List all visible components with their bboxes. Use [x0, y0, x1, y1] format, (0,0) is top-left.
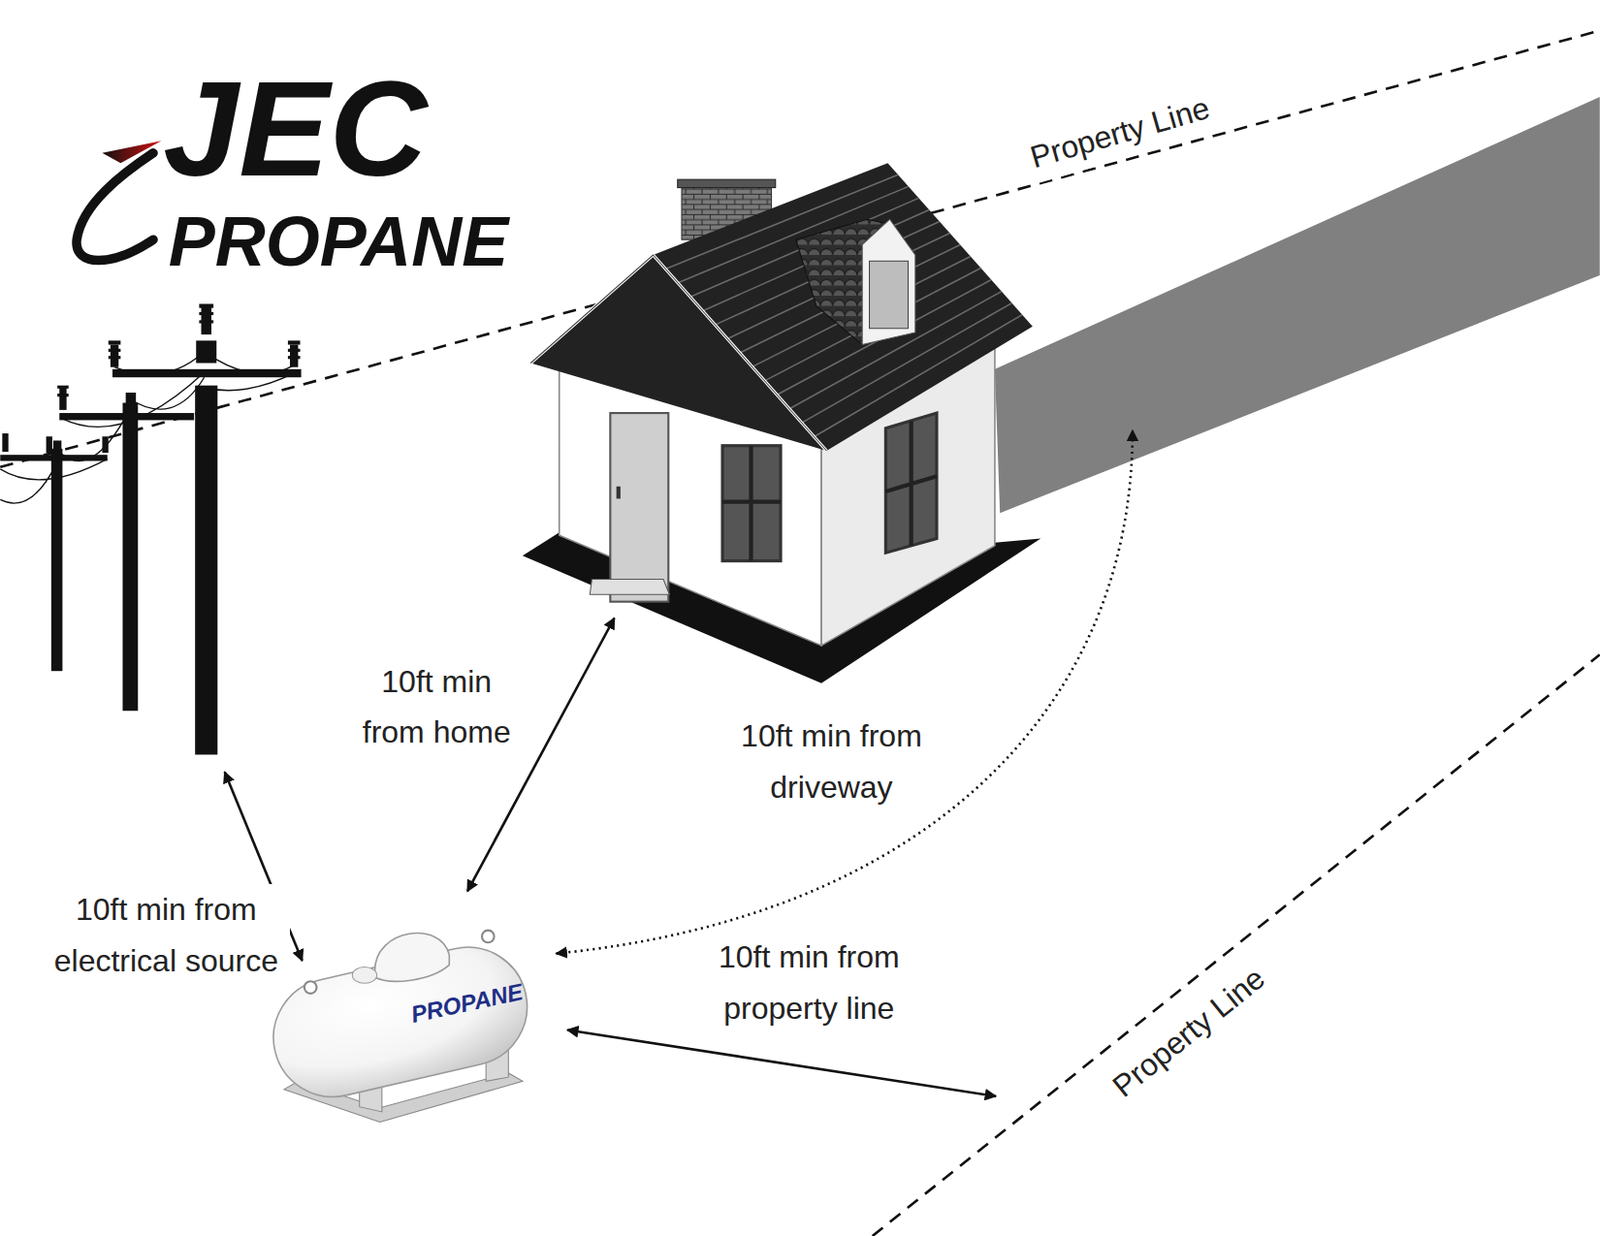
tank-outline [267, 918, 534, 1133]
property-line-label: Property Line [1022, 81, 1219, 184]
clearance-label: 10ft min from electrical source [41, 884, 290, 988]
front-window [722, 446, 781, 562]
side-window [885, 413, 937, 553]
roof [530, 162, 1033, 451]
clearance-label: 10ft min from property line [694, 931, 924, 1035]
clearance-label: 10ft min from home [351, 656, 522, 760]
logo-wordmark: PROPANE [168, 206, 510, 277]
door [609, 413, 669, 603]
front-step [589, 579, 670, 596]
dimension-arrow [567, 1030, 996, 1097]
property-line-label: Property Line [1098, 953, 1280, 1114]
dimension-arrow [556, 430, 1133, 955]
logo-letters: JEC [162, 61, 427, 197]
power-poles [0, 303, 301, 755]
house [522, 162, 1041, 684]
propane-tank: PROPANE [267, 918, 534, 1133]
logo-swoosh [76, 140, 161, 260]
property-line [872, 654, 1600, 1236]
dormer [862, 219, 916, 345]
property-line [0, 31, 1600, 468]
clearance-label: 10ft min from driveway [716, 710, 946, 814]
dormer-window [869, 260, 909, 328]
